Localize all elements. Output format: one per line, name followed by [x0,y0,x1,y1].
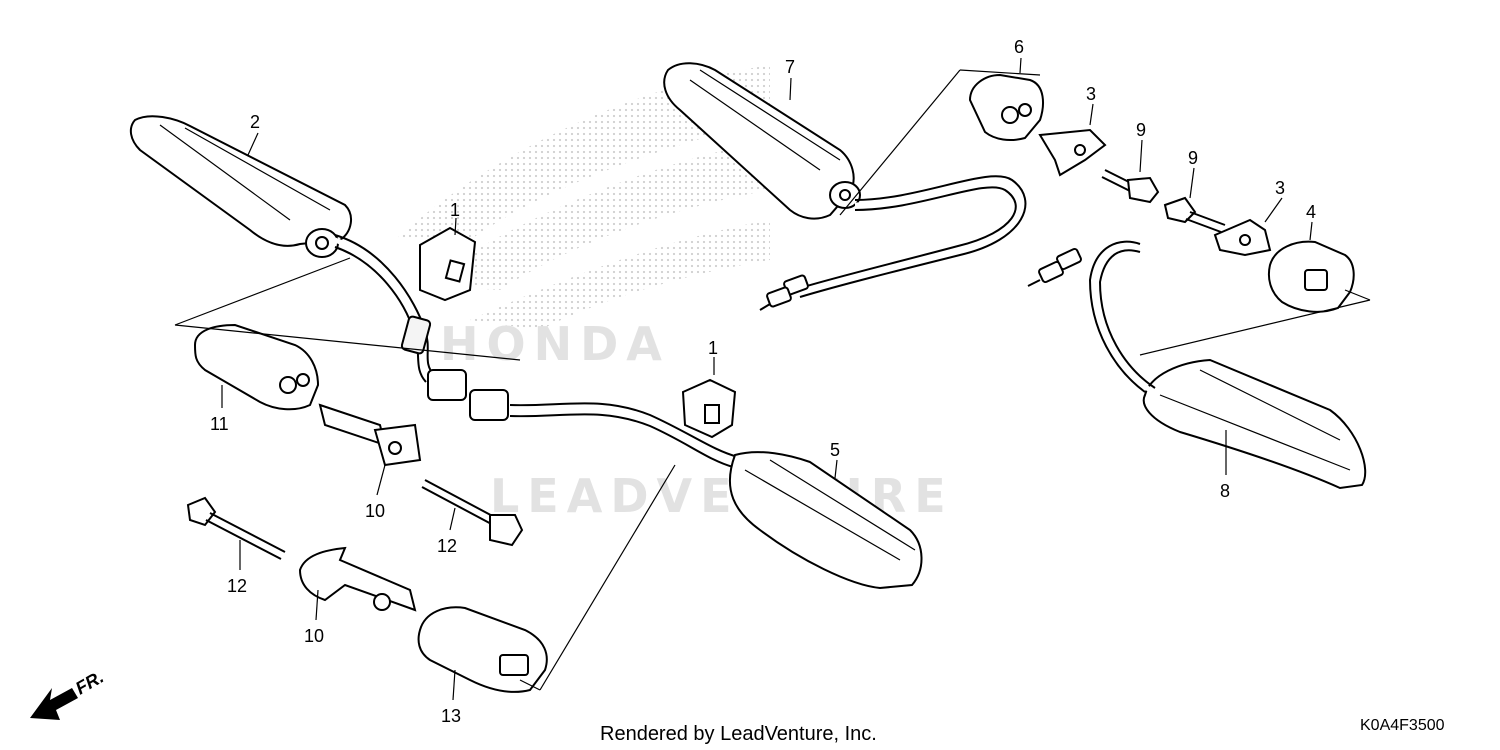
relay-part-1-upper[interactable] [419,226,477,302]
callout-1-lower: 1 [708,338,718,358]
bracket-part-6[interactable] [968,73,1044,141]
mount-part-13[interactable] [417,606,548,693]
arrow-icon [30,688,78,720]
relay-part-1-lower[interactable] [681,378,737,439]
collar-part-10-upper[interactable] [318,403,422,467]
connector-female [469,389,509,421]
connector-male [427,369,467,401]
front-label: FR. [72,667,107,699]
front-direction-indicator: FR. [30,667,107,720]
leader-lines [174,57,1371,701]
callout-11: 11 [210,414,229,434]
bolt-part-12-lower[interactable] [186,496,286,560]
callout-8: 8 [1220,481,1230,501]
wire-sleeve [400,315,432,355]
collar-part-3-lower[interactable] [1213,218,1272,257]
bolt-part-12-upper[interactable] [421,479,524,547]
callout-7: 7 [785,57,795,77]
callout-9-lower: 9 [1188,148,1198,168]
diagram-code: K0A4F3500 [1360,717,1445,734]
callout-4: 4 [1306,202,1316,222]
honda-wing-watermark [395,65,770,330]
callout-10-lower: 10 [304,626,324,646]
indicator-part-2[interactable] [129,115,352,258]
connector-plugs-8 [1027,247,1082,287]
callout-5: 5 [830,440,840,460]
callout-3-lower: 3 [1275,178,1285,198]
callout-12-upper: 12 [437,536,457,556]
honda-text-watermark: HONDA [440,317,670,371]
callout-1-upper: 1 [450,200,460,220]
callout-10-upper: 10 [365,501,385,521]
indicator-part-8[interactable] [1142,358,1367,490]
bolt-part-9-lower[interactable] [1163,196,1226,233]
callout-6: 6 [1014,37,1024,57]
render-credit: Rendered by LeadVenture, Inc. [600,723,877,745]
indicator-part-5[interactable] [728,451,923,590]
collar-part-10-lower[interactable] [298,546,417,612]
callout-12-lower: 12 [227,576,247,596]
callout-13: 13 [441,706,461,726]
callout-9-upper: 9 [1136,120,1146,140]
indicator-part-7[interactable] [663,62,861,220]
callout-2: 2 [250,112,260,132]
callout-3-upper: 3 [1086,84,1096,104]
connector-plugs-7 [759,274,809,311]
bracket-part-4[interactable] [1267,240,1355,313]
mount-part-11[interactable] [193,323,320,411]
bolt-part-9-upper[interactable] [1101,169,1160,204]
collar-part-3-upper[interactable] [1038,128,1107,177]
